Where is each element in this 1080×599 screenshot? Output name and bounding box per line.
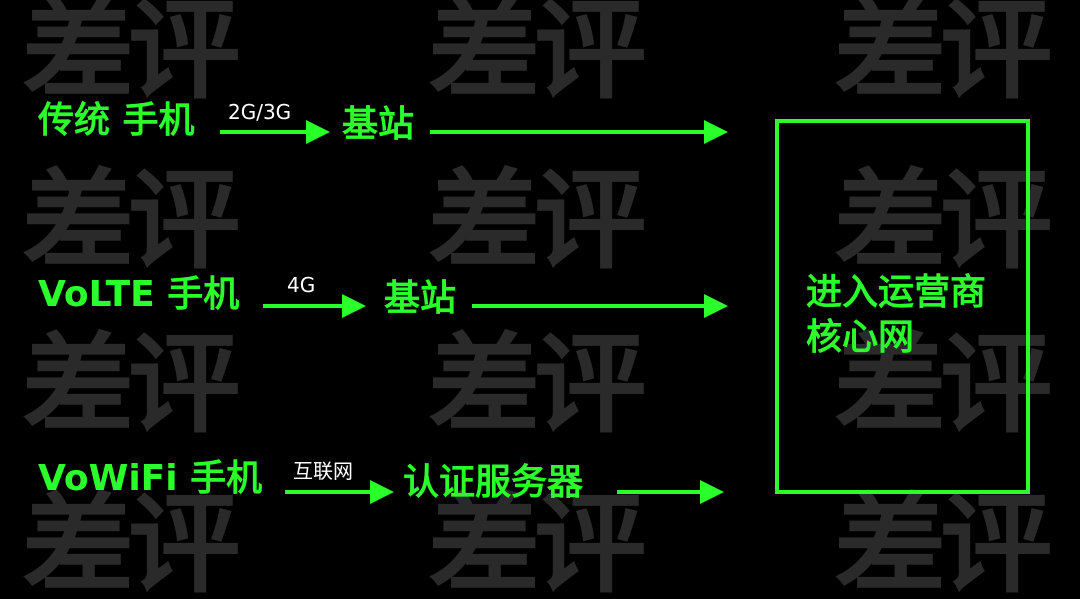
watermark-tile: 差评 — [22, 483, 240, 599]
row2-link-label: 4G — [287, 273, 316, 297]
watermark-tile: 差评 — [22, 159, 240, 284]
row1-node-label: 基站 — [342, 104, 415, 145]
watermark-tile: 差评 — [428, 159, 646, 284]
watermark-tile: 差评 — [22, 323, 240, 448]
row3-link-label: 互联网 — [293, 459, 353, 483]
row2-node-label: 基站 — [384, 278, 457, 319]
watermark-tile: 差评 — [834, 159, 1052, 284]
watermark-tile: 差评 — [22, 0, 240, 114]
watermark-tile: 差评 — [834, 323, 1052, 448]
core-network-box — [775, 119, 1030, 494]
watermark-tile: 差评 — [428, 483, 646, 599]
core-network-line1: 进入运营商 — [806, 272, 987, 313]
core-network-line2: 核心网 — [806, 317, 915, 358]
watermark-tile: 差评 — [834, 483, 1052, 599]
watermark-tile: 差评 — [428, 0, 646, 114]
row3-node-label: 认证服务器 — [403, 462, 584, 503]
row3-device-label: VoWiFi 手机 — [38, 458, 263, 499]
row1-link-label: 2G/3G — [228, 100, 292, 124]
core-network-label: 进入运营商 核心网 — [806, 270, 1026, 360]
row2-device-label: VoLTE 手机 — [38, 274, 240, 315]
watermark-tile: 差评 — [834, 0, 1052, 114]
watermark-tile: 差评 — [428, 323, 646, 448]
row1-device-label: 传统 手机 — [38, 100, 195, 141]
